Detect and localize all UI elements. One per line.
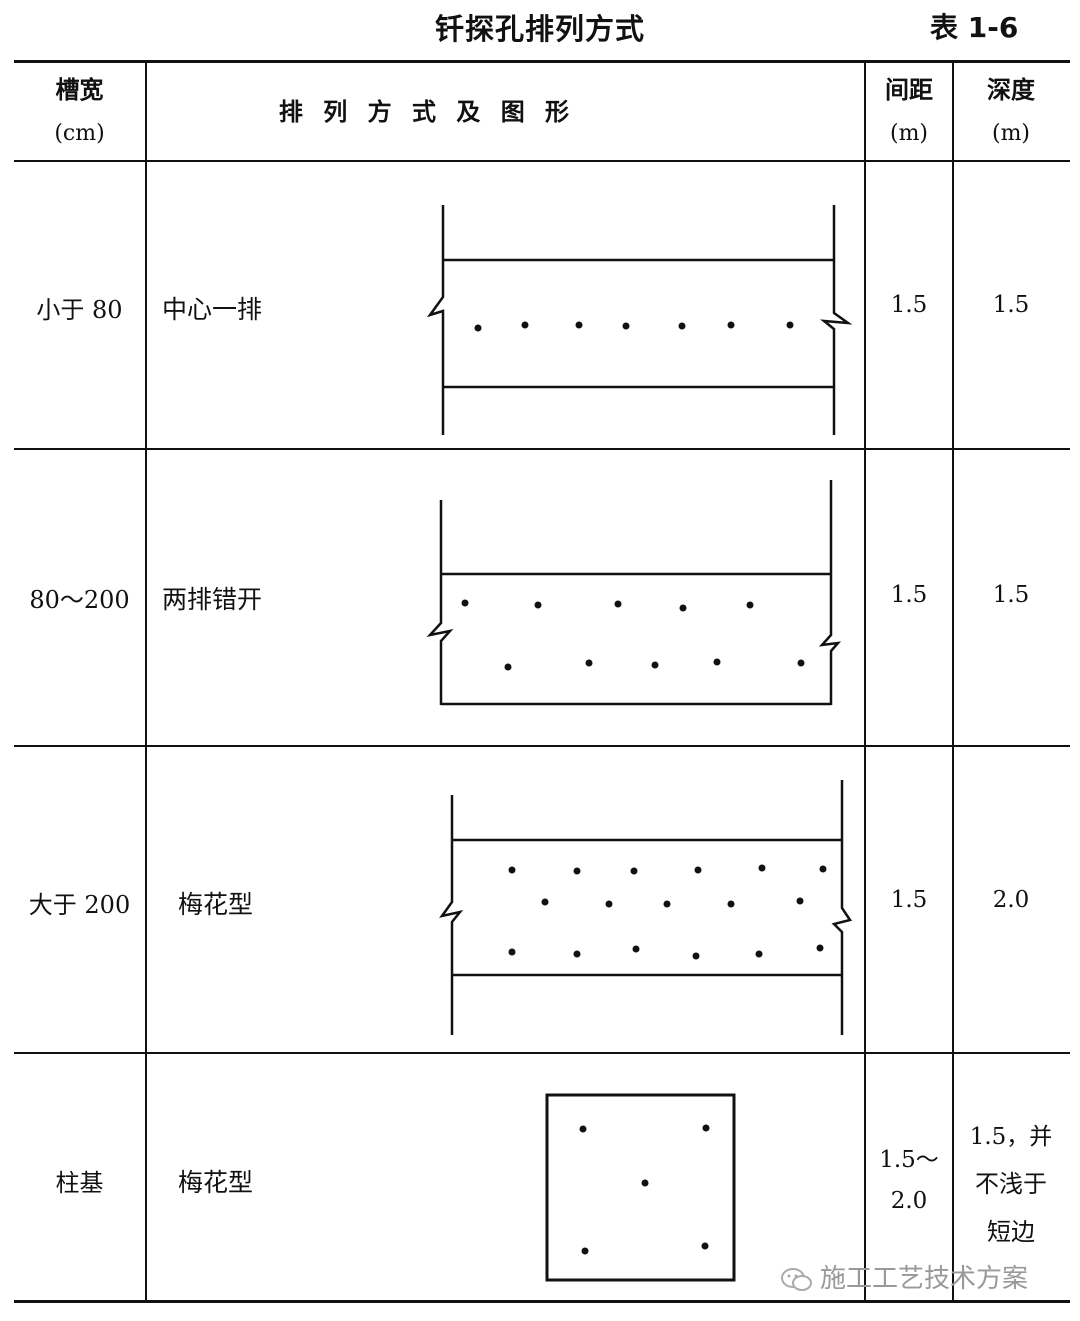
row4-spacing-line1: 1.5～ <box>879 1147 939 1173</box>
header-spacing: 间距 <box>885 76 933 104</box>
col-divider-3 <box>952 62 954 1302</box>
watermark: 施工工艺技术方案 <box>780 1258 1028 1295</box>
watermark-text: 施工工艺技术方案 <box>820 1264 1029 1294</box>
row4-depth-line3: 短边 <box>987 1218 1035 1246</box>
rule-top <box>14 60 1070 63</box>
rule-bottom <box>14 1300 1070 1303</box>
row2-spacing: 1.5 <box>890 582 928 608</box>
row4-spacing-line2: 2.0 <box>890 1188 928 1214</box>
row1-depth: 1.5 <box>992 292 1030 318</box>
figure-two-rows-staggered <box>426 480 842 706</box>
wechat-icon <box>781 1267 812 1291</box>
row4-depth-line2: 不浅于 <box>975 1170 1047 1198</box>
row4-width: 柱基 <box>55 1169 104 1197</box>
figure-quincunx-trench <box>439 780 853 1035</box>
row2-width: 80～200 <box>29 586 130 614</box>
header-width: 槽宽 <box>55 76 104 104</box>
figure-column-footing <box>545 1093 736 1282</box>
rule-header-bottom <box>14 160 1070 162</box>
header-depth: 深度 <box>987 76 1035 104</box>
col-divider-2 <box>864 62 866 1302</box>
header-method: 排 列 方 式 及 图 形 <box>278 98 576 126</box>
header-depth-unit: (m) <box>991 121 1031 146</box>
figure-single-row <box>426 205 853 435</box>
table-title: 钎探孔排列方式 <box>434 12 645 46</box>
row2-depth: 1.5 <box>992 582 1030 608</box>
rule-row-2 <box>14 745 1070 747</box>
table-number: 表 1-6 <box>930 11 1019 44</box>
row2-method: 两排错开 <box>162 585 263 614</box>
row3-depth: 2.0 <box>992 887 1030 913</box>
row4-method: 梅花型 <box>178 1168 254 1197</box>
row3-width: 大于 200 <box>28 891 131 919</box>
rule-row-3 <box>14 1052 1070 1054</box>
row3-spacing: 1.5 <box>890 887 928 913</box>
col-divider-1 <box>145 62 147 1302</box>
row4-depth-line1: 1.5，并 <box>969 1124 1053 1150</box>
header-width-unit: (cm) <box>54 121 105 146</box>
row1-method: 中心一排 <box>162 295 263 324</box>
row1-width: 小于 80 <box>36 296 123 324</box>
rule-row-1 <box>14 448 1070 450</box>
header-spacing-unit: (m) <box>889 121 929 146</box>
row3-method: 梅花型 <box>178 890 254 919</box>
row1-spacing: 1.5 <box>890 292 928 318</box>
